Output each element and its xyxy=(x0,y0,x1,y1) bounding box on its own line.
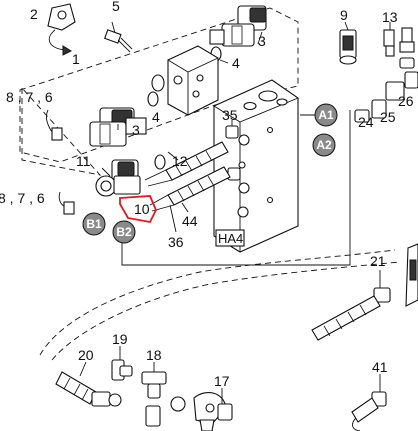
part-10-highlight xyxy=(119,195,157,224)
label-10: 10 xyxy=(134,201,150,217)
part-5-bolt xyxy=(104,21,133,53)
label-876a: 8 , 7 , 6 xyxy=(6,89,53,105)
label-24: 24 xyxy=(358,114,374,130)
part-41-fitting xyxy=(351,391,387,431)
leader-3a xyxy=(257,31,263,45)
label-18: 18 xyxy=(146,347,162,363)
label-21: 21 xyxy=(370,253,386,269)
right-edge-device xyxy=(405,243,418,307)
part-2-bracket xyxy=(47,3,76,56)
part-19-elbow xyxy=(111,359,133,381)
leader-4a xyxy=(219,59,229,64)
badge-a2: A2 xyxy=(312,133,336,157)
leader-44 xyxy=(181,202,189,213)
part-9-fitting xyxy=(339,29,357,65)
badge-b2-text: B2 xyxy=(116,225,132,239)
ha4-label: HA4 xyxy=(218,231,243,246)
right-fittings xyxy=(354,57,418,123)
part-20-hose xyxy=(55,371,122,407)
ha4-block xyxy=(213,79,299,253)
part-11-valve xyxy=(95,159,141,197)
label-26: 26 xyxy=(398,93,414,109)
hose-dashed-route-2 xyxy=(51,261,401,361)
label-4b: 4 xyxy=(152,109,160,125)
manifold-block xyxy=(167,45,219,116)
hose-44 xyxy=(144,141,229,187)
label-9: 9 xyxy=(340,7,348,23)
label-3b: 3 xyxy=(132,122,140,138)
label-44: 44 xyxy=(182,213,198,229)
part-12-seal xyxy=(154,154,166,170)
label-876b: 8 , 7 , 6 xyxy=(0,190,45,206)
hose-dashed-route xyxy=(39,249,396,356)
badge-b2: B2 xyxy=(112,220,136,244)
label-5: 5 xyxy=(112,0,120,14)
badge-a1-text: A1 xyxy=(318,108,334,122)
label-11: 11 xyxy=(76,153,91,169)
label-19: 19 xyxy=(112,331,128,347)
label-1: 1 xyxy=(72,51,80,67)
label-41: 41 xyxy=(372,359,388,375)
b2-frame-line xyxy=(121,110,351,266)
oring-manifold xyxy=(151,74,165,92)
label-25: 25 xyxy=(380,109,396,125)
part-21-hose xyxy=(311,287,391,341)
label-12: 12 xyxy=(172,153,188,169)
label-2: 2 xyxy=(30,6,38,22)
part-13-fittings xyxy=(383,27,415,57)
label-35: 35 xyxy=(222,107,238,123)
leader-9 xyxy=(344,21,349,31)
label-3a: 3 xyxy=(258,33,266,49)
leader-36 xyxy=(169,204,177,233)
part-3-lower-solenoid xyxy=(89,107,147,147)
label-17: 17 xyxy=(214,373,230,389)
badge-a1: A1 xyxy=(314,103,338,127)
leader-12 xyxy=(167,151,179,161)
connector-876-lower xyxy=(58,191,75,215)
label-13: 13 xyxy=(382,9,398,25)
badge-b1-text: B1 xyxy=(86,217,102,231)
part-3-upper-solenoid xyxy=(209,5,267,47)
leader-11 xyxy=(101,167,111,177)
badge-b1: B1 xyxy=(82,212,106,236)
label-20: 20 xyxy=(78,347,94,363)
part-4-lower-oring xyxy=(147,91,159,107)
badge-a2-text: A2 xyxy=(316,138,332,152)
part-18-tee xyxy=(141,371,167,399)
label-4a: 4 xyxy=(232,55,240,71)
lower-boundary xyxy=(21,86,102,176)
bottom-fittings xyxy=(145,392,233,431)
leader-20 xyxy=(79,361,87,377)
label-36: 36 xyxy=(168,234,184,250)
connector-876-upper xyxy=(45,109,63,141)
